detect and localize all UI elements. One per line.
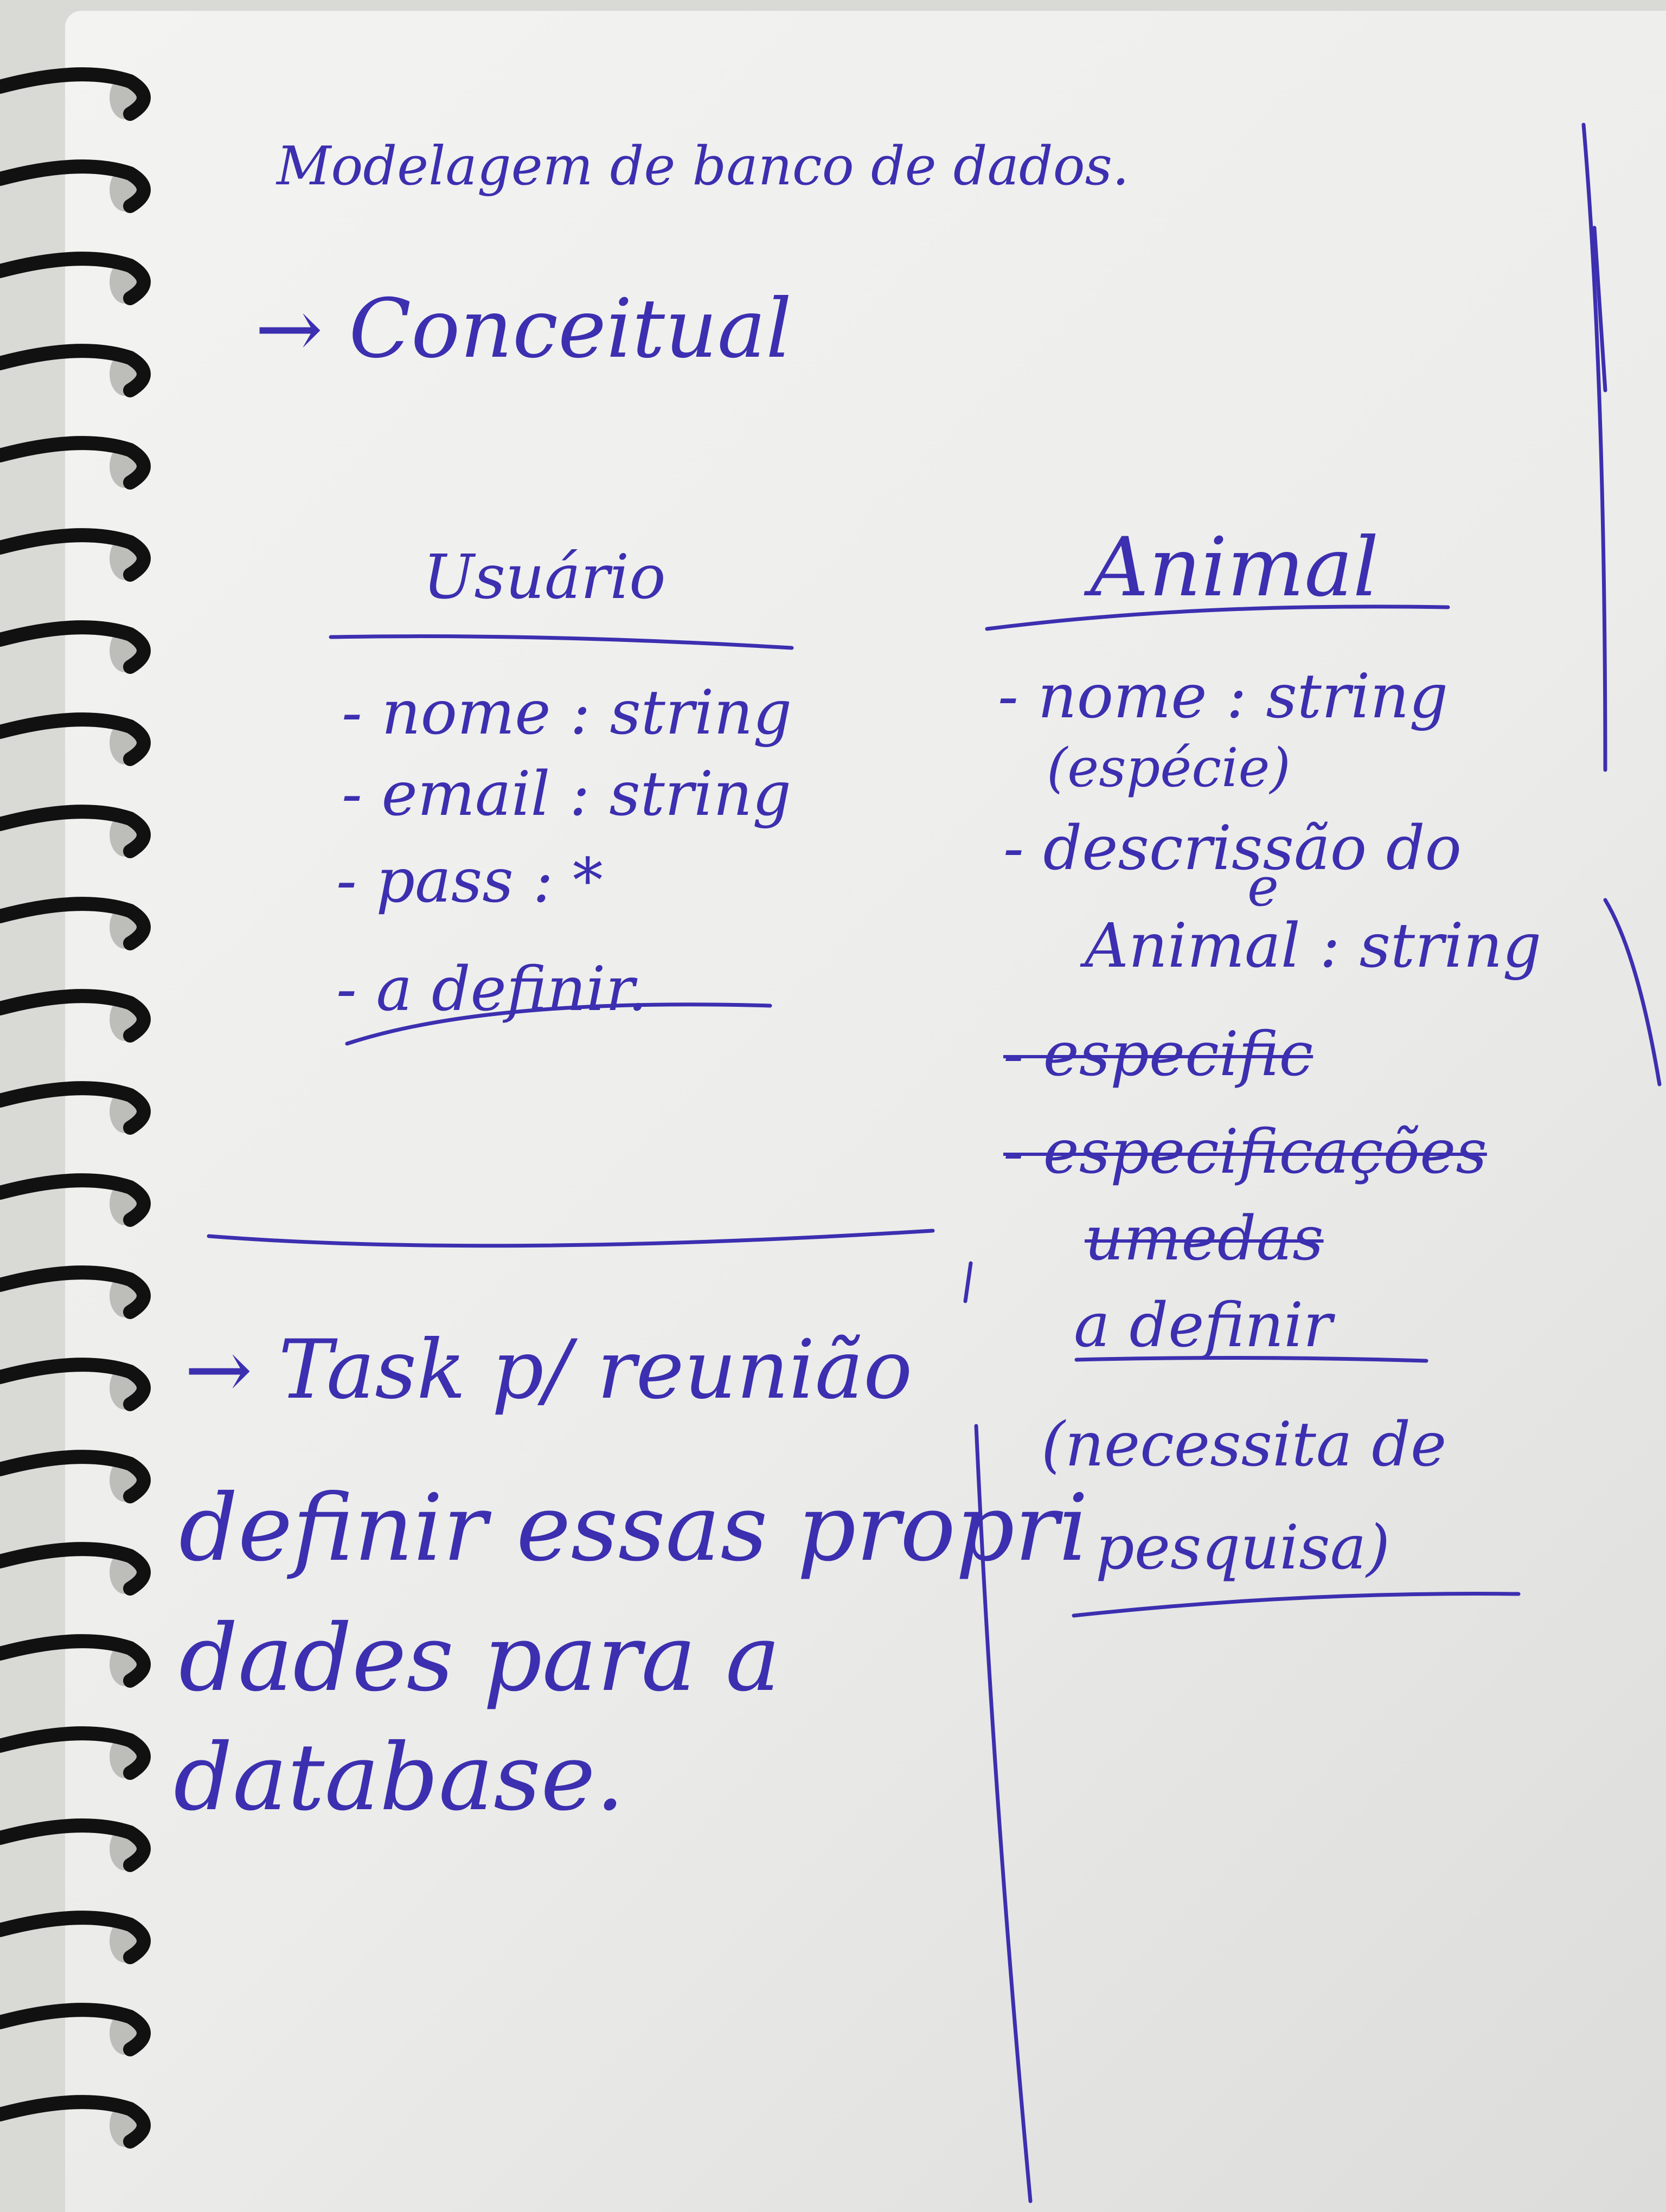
spiral-loop [0, 1173, 151, 1227]
spiral-loop [0, 989, 151, 1043]
task-note-heading: → Task p/ reunião [184, 1323, 913, 1417]
animal-field-a-definir: a definir [1074, 1290, 1332, 1361]
notebook-page [65, 11, 1666, 2212]
spiral-loop [0, 344, 151, 397]
animal-field-especific-crossed: - especific [1003, 1019, 1313, 1090]
spiral-loop [0, 620, 151, 674]
animal-field-necessita: (necessita de [1041, 1410, 1447, 1480]
usuario-field-a-definir: - a definir. [336, 954, 648, 1025]
spiral-loop [0, 1358, 151, 1411]
spiral-loop [0, 1450, 151, 1503]
spiral-loop [0, 805, 151, 858]
section-heading: → Conceitual [255, 282, 792, 376]
usuario-heading: Usuário [423, 542, 666, 613]
spiral-loop [0, 1542, 151, 1596]
spiral-loop [0, 897, 151, 950]
animal-field-especificacoes-crossed: - especificações [1003, 1117, 1487, 1187]
task-note-line-1: definir essas propri [179, 1475, 1088, 1582]
animal-field-descricao: - descrissão do [1003, 813, 1462, 884]
task-note-line-3: database. [174, 1724, 625, 1831]
spiral-loop [0, 436, 151, 490]
page-title: Modelagem de banco de dados. [277, 136, 1130, 197]
animal-field-nome: - nome : string [998, 661, 1449, 732]
animal-heading: Animal [1090, 520, 1379, 615]
task-note-line-2: dades para a [179, 1605, 781, 1712]
usuario-field-nome: - nome : string [342, 678, 792, 748]
spiral-loop [0, 1911, 151, 1964]
spiral-loop [0, 2003, 151, 2056]
animal-field-descricao-type: Animal : string [1085, 911, 1542, 981]
animal-field-pesquisa: pesquisa) [1095, 1513, 1391, 1583]
spiral-loop [0, 1265, 151, 1319]
spiral-loop [0, 67, 151, 121]
spiral-loop [0, 712, 151, 766]
spiral-loop [0, 1818, 151, 1872]
animal-field-descricao-correction: e [1247, 857, 1279, 918]
spiral-loop [0, 252, 151, 305]
spiral-loop [0, 2095, 151, 2149]
animal-field-especie: (espécie) [1047, 737, 1291, 799]
spiral-loop [0, 1081, 151, 1135]
usuario-field-email: - email : string [342, 759, 791, 829]
spiral-loop [0, 159, 151, 213]
animal-field-umedas-crossed: umedas [1085, 1204, 1324, 1274]
spiral-binding [0, 67, 151, 2149]
spiral-loop [0, 1726, 151, 1780]
usuario-field-pass: - pass : * [336, 846, 603, 916]
spiral-loop [0, 528, 151, 582]
spiral-loop [0, 1634, 151, 1688]
